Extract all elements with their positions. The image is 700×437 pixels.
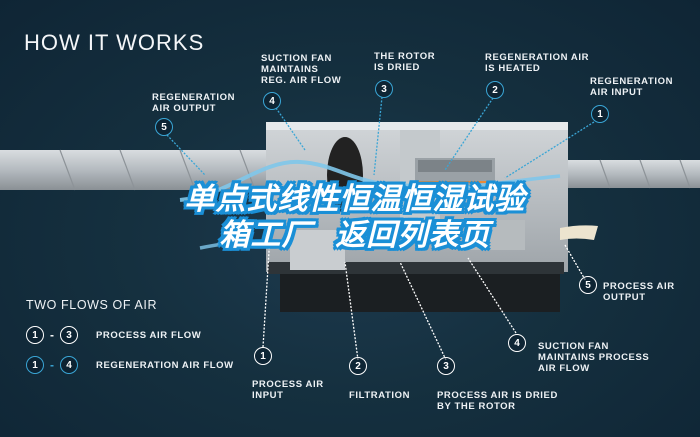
callout-badge-regen-3: 3 [375, 80, 393, 98]
callout-suction-fan-process-label: SUCTION FAN MAINTAINS PROCESS AIR FLOW [538, 341, 650, 374]
overlay-title-line1: 单点式线性恒温恒湿试验 [184, 182, 526, 217]
callout-process-air-output-label: PROCESS AIR OUTPUT [603, 281, 675, 303]
legend-dash: - [50, 358, 54, 372]
legend-label-regeneration: REGENERATION AIR FLOW [96, 359, 234, 371]
callout-filtration-label: FILTRATION [349, 390, 411, 401]
legend-dash: - [50, 328, 54, 342]
callout-process-air-input-label: PROCESS AIR INPUT [252, 379, 324, 401]
callout-regen-heated-label: REGENERATION AIR IS HEATED [485, 52, 590, 74]
legend-badge-to: 3 [60, 326, 78, 344]
legend-badge-from: 1 [26, 356, 44, 374]
callout-badge-regen-5: 5 [155, 118, 173, 136]
callout-badge-process-3: 3 [437, 357, 455, 375]
callout-regen-air-input-label: REGENERATION AIR INPUT [590, 76, 674, 98]
overlay-title-link[interactable]: 单点式线性恒温恒湿试验 箱工厂 返回列表页 [110, 182, 600, 254]
legend-badge-from: 1 [26, 326, 44, 344]
legend-label-process: PROCESS AIR FLOW [96, 329, 202, 341]
legend-badge-to: 4 [60, 356, 78, 374]
overlay-title-line2: 箱工厂 返回列表页 [219, 218, 491, 253]
callout-badge-process-5: 5 [579, 276, 597, 294]
callout-badge-process-2: 2 [349, 357, 367, 375]
legend-row-regeneration: 1 - 4 REGENERATION AIR FLOW [26, 356, 234, 374]
callout-badge-process-4: 4 [508, 334, 526, 352]
callout-rotor-dried-label: THE ROTOR IS DRIED [374, 51, 436, 73]
callout-badge-regen-2: 2 [486, 81, 504, 99]
legend-row-process: 1 - 3 PROCESS AIR FLOW [26, 326, 201, 344]
callout-suction-fan-reg-label: SUCTION FAN MAINTAINS REG. AIR FLOW [261, 53, 342, 86]
callout-process-dried-label: PROCESS AIR IS DRIED BY THE ROTOR [437, 390, 558, 412]
legend-title: TWO FLOWS OF AIR [26, 298, 158, 312]
page-title: HOW IT WORKS [24, 30, 205, 55]
callout-regen-air-output-label: REGENERATION AIR OUTPUT [152, 92, 236, 114]
callout-badge-process-1: 1 [254, 347, 272, 365]
callout-badge-regen-4: 4 [263, 92, 281, 110]
callout-badge-regen-1: 1 [591, 105, 609, 123]
